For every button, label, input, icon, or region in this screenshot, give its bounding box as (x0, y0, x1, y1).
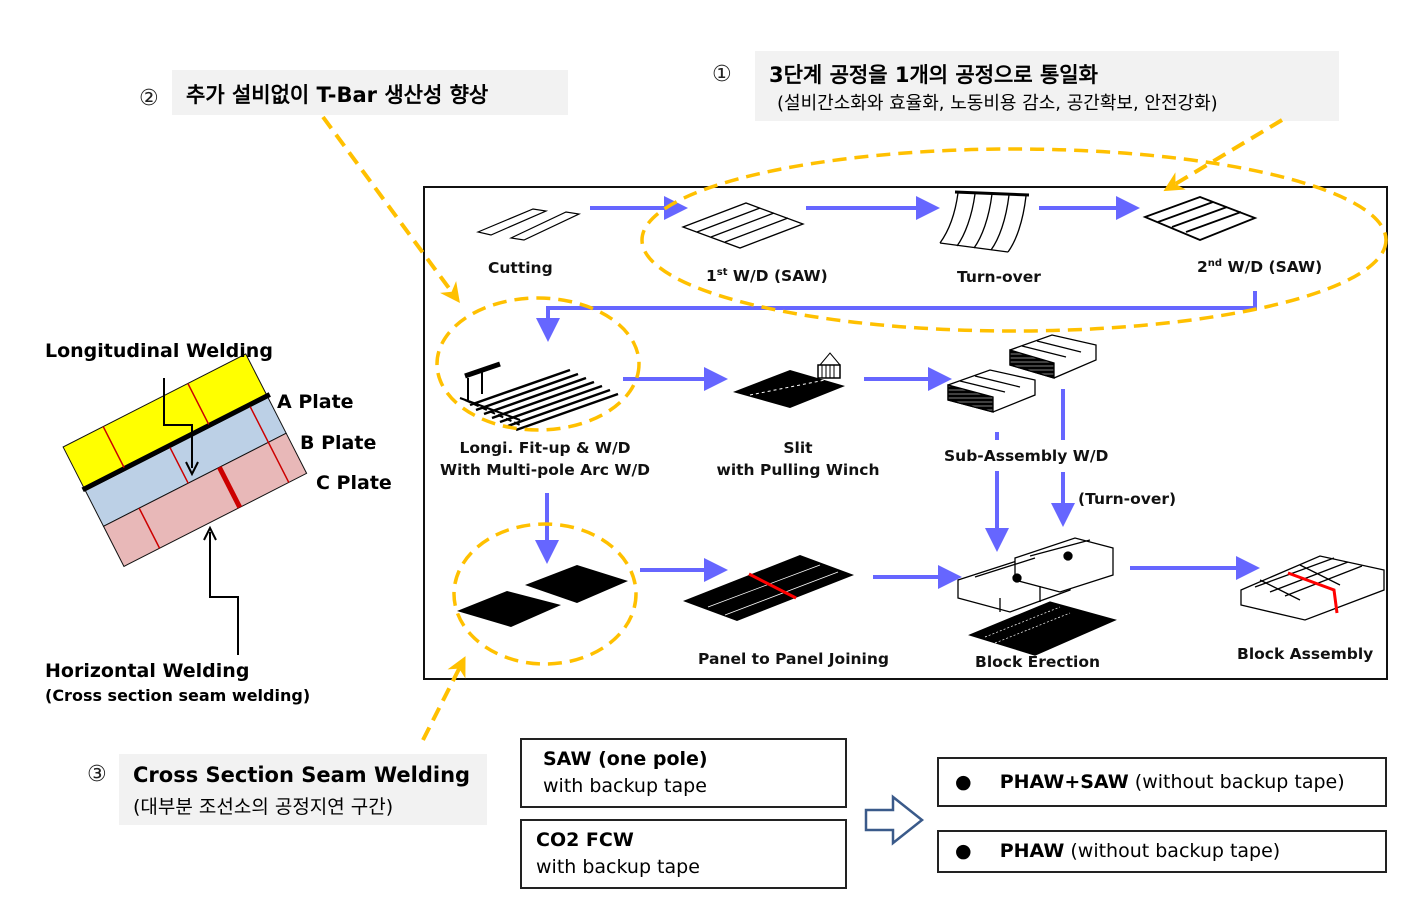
flow-connector (536, 291, 1257, 342)
second-weld-plate-icon (1142, 196, 1258, 241)
plate-c (102, 432, 308, 568)
plate-a-label: A Plate (277, 391, 354, 413)
block-weld-line (1287, 571, 1339, 614)
callout-3-box: Cross Section Seam Welding (대부분 조선소의 공정지… (119, 754, 487, 825)
callout-3-number: ③ (87, 762, 107, 787)
step-panel-joining-label: Panel to Panel Joining (698, 650, 889, 668)
after-box-phaw: ● PHAW (without backup tape) (937, 830, 1387, 873)
before-box-saw: SAW (one pole) with backup tape (520, 738, 847, 808)
before-box-co2: CO2 FCW with backup tape (520, 819, 847, 889)
comparison-arrow (864, 794, 925, 846)
horizontal-welding-sublabel: (Cross section seam welding) (45, 686, 311, 705)
step-turnover-label: Turn-over (957, 268, 1041, 286)
cross-seam-weld-line (748, 572, 797, 600)
before-box-co2-title: CO2 FCW (536, 829, 634, 851)
step-subassembly-label: Sub-Assembly W/D (944, 447, 1109, 465)
callout-1-box: 3단계 공정을 1개의 공정으로 통일화 (설비간소화와 효율화, 노동비용 감… (755, 51, 1339, 121)
plate-c-label: C Plate (316, 472, 392, 494)
callout-1-number: ① (712, 62, 732, 87)
callout-2-box: 추가 설비없이 T-Bar 생산성 향상 (172, 70, 568, 115)
callout-2-arrow (321, 115, 460, 304)
longi-fitup-icon (459, 361, 619, 432)
callout-2-number: ② (139, 86, 159, 111)
highlight-ellipse-longi (435, 296, 641, 432)
callout-2-title: 추가 설비없이 T-Bar 생산성 향상 (186, 83, 489, 107)
step-first-weld-label: 1st W/D (SAW) (706, 267, 828, 286)
sub-assembly-icon (947, 334, 1097, 413)
after-box-phaw-title: PHAW (999, 840, 1065, 862)
bullet-icon: ● (955, 840, 972, 862)
after-box-phaw-saw-title: PHAW+SAW (999, 771, 1129, 793)
after-box-phaw-sub: (without backup tape) (1064, 840, 1281, 862)
turnover-icon (939, 190, 1030, 253)
before-box-co2-sub: with backup tape (536, 856, 700, 878)
callout-3-subtitle: (대부분 조선소의 공정지연 구간) (133, 796, 394, 818)
bullet-icon: ● (955, 771, 972, 793)
callout-1-title: 3단계 공정을 1개의 공정으로 통일화 (769, 63, 1098, 87)
after-box-phaw-saw: ● PHAW+SAW (without backup tape) (937, 757, 1387, 807)
panels-icon (457, 565, 628, 627)
step-turnover2-label: (Turn-over) (1078, 490, 1177, 508)
after-box-phaw-saw-sub: (without backup tape) (1128, 771, 1345, 793)
step-block-assembly-label: Block Assembly (1237, 645, 1374, 663)
longitudinal-welding-label: Longitudinal Welding (45, 340, 273, 362)
callout-3-title: Cross Section Seam Welding (133, 763, 471, 787)
callout-1-arrow (1163, 118, 1284, 192)
highlight-ellipse-panels (452, 522, 638, 666)
block-assembly-icon (1240, 555, 1385, 621)
step-cutting-label: Cutting (488, 259, 553, 277)
horizontal-welding-label: Horizontal Welding (45, 660, 250, 682)
step-second-weld-label: 2nd W/D (SAW) (1197, 258, 1323, 277)
callout-1-subtitle: (설비간소화와 효율화, 노동비용 감소, 공간확보, 안전강화) (777, 93, 1218, 114)
highlight-ellipse-row1 (640, 147, 1388, 333)
before-box-saw-sub: with backup tape (543, 775, 707, 797)
step-block-erection-label: Block Erection (975, 653, 1101, 671)
longitudinal-leader (163, 378, 193, 468)
cutting-icon (476, 208, 582, 241)
plate-diagram (62, 353, 308, 568)
panel-joining-icon (683, 555, 854, 621)
process-flow-frame (423, 186, 1388, 680)
horizontal-weld-line (217, 466, 243, 509)
before-box-saw-title: SAW (one pole) (543, 748, 708, 770)
block-erection-icon (957, 537, 1117, 656)
longitudinal-weld-line (81, 392, 271, 493)
slit-icon (733, 352, 845, 408)
first-weld-plate-icon (681, 202, 805, 249)
plate-b-label: B Plate (300, 432, 377, 454)
horizontal-leader (209, 532, 239, 655)
callout-3-arrow (421, 656, 466, 741)
